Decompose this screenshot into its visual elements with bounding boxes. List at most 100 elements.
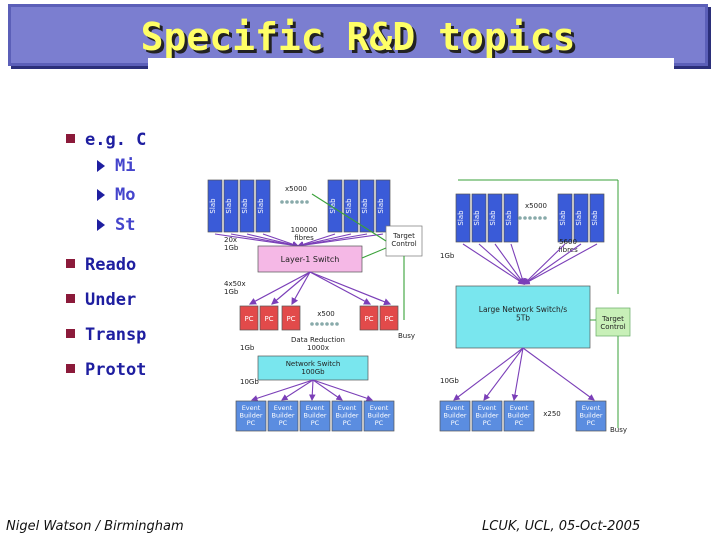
slab-label: Slab xyxy=(225,198,233,214)
fibre-arrow xyxy=(523,243,582,285)
slab-box xyxy=(255,179,271,233)
slab-label: Slab xyxy=(473,210,481,226)
dots-marker xyxy=(300,200,304,204)
slab-label: Slab xyxy=(377,198,385,214)
fibre-arrow xyxy=(296,233,336,248)
event-builder-box xyxy=(471,400,503,432)
slab-box xyxy=(343,179,359,233)
dots-marker xyxy=(335,322,339,326)
slab-label: Slab xyxy=(457,210,465,226)
sub-bullet-item: Mi xyxy=(97,156,135,176)
pc-label: PC xyxy=(364,315,373,323)
slab-multiplier-label: x5000 xyxy=(285,185,307,193)
bullet-item: e.g. C xyxy=(66,130,146,150)
control-line xyxy=(311,193,387,242)
dots-marker xyxy=(518,216,522,220)
slab-box xyxy=(455,193,471,243)
fibre-arrow xyxy=(262,233,300,248)
sub-bullet-item: St xyxy=(97,215,135,235)
event-builder-box xyxy=(235,400,267,432)
dots-marker xyxy=(528,216,532,220)
event-builder-box xyxy=(299,400,331,432)
fibre-arrow xyxy=(296,233,384,249)
dots-marker xyxy=(305,200,309,204)
eb-arrow xyxy=(312,379,343,401)
dots-marker xyxy=(320,322,324,326)
slab-box xyxy=(207,179,223,233)
bullet-square-icon xyxy=(66,259,75,268)
pc-label: PC xyxy=(384,315,393,323)
pc-box xyxy=(239,305,259,331)
dots-marker xyxy=(310,322,314,326)
large-switch-box xyxy=(455,285,591,349)
data-arrow xyxy=(309,271,392,306)
pc-box xyxy=(281,305,301,331)
slab-box xyxy=(557,193,573,243)
dots-marker xyxy=(523,216,527,220)
slab-box xyxy=(487,193,503,243)
event-builder-box xyxy=(439,400,471,432)
bullet-square-icon xyxy=(66,134,75,143)
layer1-switch-box xyxy=(257,245,363,273)
sub-bullet-text: St xyxy=(115,215,136,235)
bullet-text: Protot xyxy=(85,360,147,380)
slab-multiplier-label: x5000 xyxy=(525,202,547,210)
slab-label: Slab xyxy=(329,198,337,214)
eb-arrow xyxy=(453,347,524,401)
dots-marker xyxy=(538,216,542,220)
bullet-square-icon xyxy=(66,329,75,338)
bullet-square-icon xyxy=(66,294,75,303)
target-control-box xyxy=(385,225,423,257)
bullet-item: Reado xyxy=(66,255,136,275)
data-arrow xyxy=(309,271,372,305)
slab-box xyxy=(239,179,255,233)
eb-arrow xyxy=(511,347,524,402)
fibre-arrow xyxy=(462,243,525,285)
link-1gb-label: 1Gb xyxy=(240,344,255,352)
eb-arrow xyxy=(281,379,314,401)
event-builder-box xyxy=(331,400,363,432)
slab-box xyxy=(223,179,239,233)
data-arrow xyxy=(271,271,311,305)
fibre-arrow xyxy=(478,243,525,285)
pc-label: PC xyxy=(286,315,295,323)
eb-arrow xyxy=(308,379,316,402)
dots-marker xyxy=(295,200,299,204)
eb-arrow xyxy=(250,379,314,402)
eb-multiplier-label: x250 xyxy=(543,410,561,418)
fibre-arrow xyxy=(494,243,525,285)
footer-event: LCUK, UCL, 05-Oct-2005 xyxy=(482,519,641,534)
slab-box xyxy=(503,193,519,243)
bullet-triangle-icon xyxy=(97,219,105,231)
slab-box xyxy=(359,179,375,233)
link-10gb-label: 10Gb xyxy=(440,377,459,385)
bullet-item: Transp xyxy=(66,325,146,345)
slab-label: Slab xyxy=(575,210,583,226)
busy-label: Busy xyxy=(610,426,627,434)
slab-box xyxy=(573,193,589,243)
fibre-arrow xyxy=(523,243,598,285)
slide-title: Specific R&D topics xyxy=(140,15,576,59)
bullet-item: Under xyxy=(66,290,136,310)
slab-label: Slab xyxy=(345,198,353,214)
pc-label: PC xyxy=(244,315,253,323)
eb-arrow xyxy=(312,379,374,402)
fibre-arrow xyxy=(523,243,566,285)
slab-label: Slab xyxy=(209,198,217,214)
dots-marker xyxy=(533,216,537,220)
sub-bullet-text: Mo xyxy=(115,185,136,205)
dots-marker xyxy=(285,200,289,204)
slab-label: Slab xyxy=(591,210,599,226)
slab-label: Slab xyxy=(257,198,265,214)
sub-bullet-text: Mi xyxy=(115,156,136,176)
slab-label: Slab xyxy=(361,198,369,214)
